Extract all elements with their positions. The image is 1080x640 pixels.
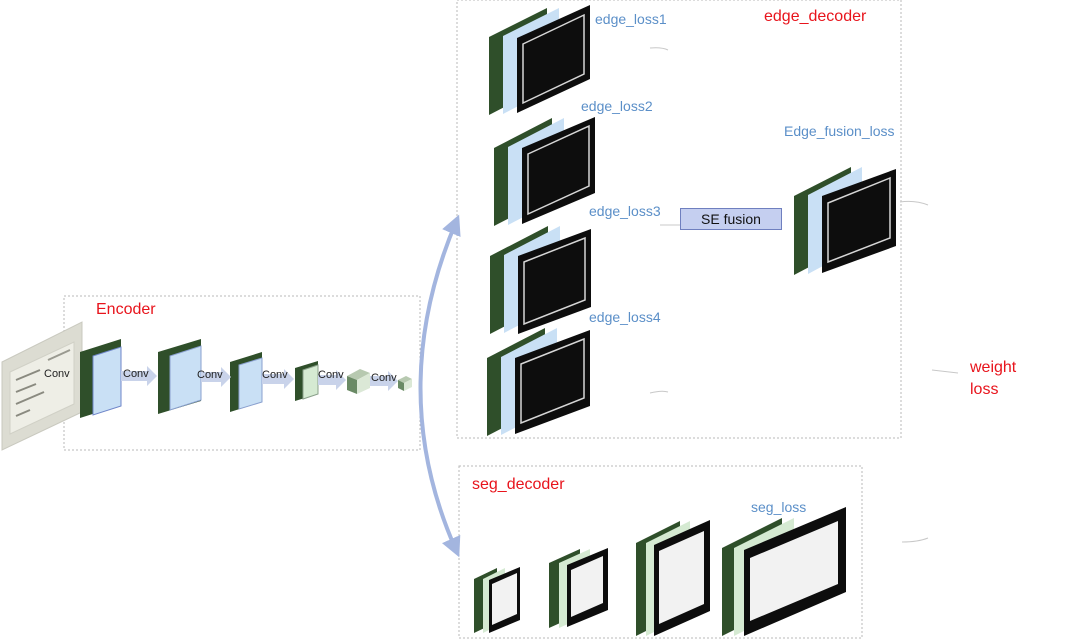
seg-block-4: [722, 507, 846, 636]
weight-loss-line1: weight: [970, 359, 1017, 376]
edge-block-3: [490, 226, 591, 334]
connector-marks: [649, 47, 959, 543]
edge-block-4: [487, 328, 590, 436]
encoder-block-1: [80, 339, 122, 418]
encoder-block-2: [158, 339, 202, 414]
branch-arrow: [418, 214, 461, 558]
encoder-title: Encoder: [96, 301, 156, 318]
edge-loss-1-label: edge_loss1: [595, 11, 667, 27]
edge-block-2: [494, 117, 595, 226]
conv-label-4: Conv: [262, 369, 288, 381]
edge-fusion-block: [794, 167, 896, 275]
conv-label-6: Conv: [371, 372, 397, 384]
encoder-block-4: [295, 361, 319, 401]
edge-decoder-title: edge_decoder: [764, 8, 867, 25]
encoder-block-6: [398, 376, 412, 391]
encoder-block-3: [230, 352, 263, 412]
conv-label-2: Conv: [123, 368, 149, 380]
edge-block-1: [489, 5, 590, 115]
input-image: [1, 321, 83, 451]
se-fusion-box: SE fusion: [680, 208, 782, 230]
weight-loss-line2: loss: [970, 381, 999, 398]
encoder-block-5: [347, 369, 370, 394]
seg-block-1: [474, 567, 520, 633]
conv-label-3: Conv: [197, 369, 223, 381]
encoder-conv-arrows: [121, 366, 398, 391]
seg-block-3: [636, 520, 710, 636]
seg-loss-label: seg_loss: [751, 499, 807, 515]
seg-decoder-title: seg_decoder: [472, 476, 565, 493]
seg-block-2: [549, 548, 608, 628]
edge-loss-2-label: edge_loss2: [581, 98, 653, 114]
edge-loss-3-label: edge_loss3: [589, 203, 661, 219]
edge-fusion-loss-label: Edge_fusion_loss: [784, 123, 895, 139]
conv-label-1: Conv: [44, 368, 70, 380]
conv-label-5: Conv: [318, 369, 344, 381]
edge-loss-4-label: edge_loss4: [589, 309, 661, 325]
